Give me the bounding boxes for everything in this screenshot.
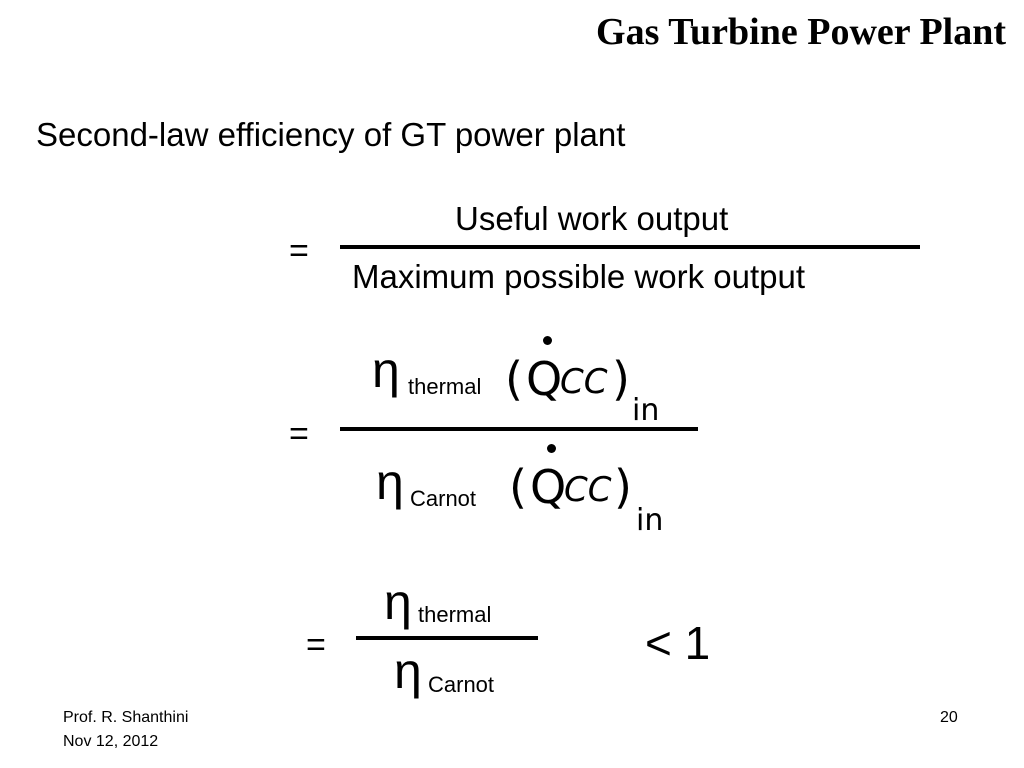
q-symbol-numerator: Q xyxy=(526,352,563,406)
q-symbol-denominator: Q xyxy=(530,460,567,514)
equals-sign-2: = xyxy=(289,415,309,453)
footer-date: Nov 12, 2012 xyxy=(63,733,159,750)
subscript-thermal: thermal xyxy=(408,374,482,399)
subscript-in-numerator: in xyxy=(632,393,660,428)
paren-open-denominator: ( xyxy=(509,460,527,514)
q-dot-denominator xyxy=(547,444,556,453)
fraction-bar-2 xyxy=(340,427,698,431)
paren-open-numerator: ( xyxy=(505,352,523,406)
numerator-useful-work: Useful work output xyxy=(455,200,729,237)
paren-close-denominator: ) xyxy=(614,460,632,514)
fraction-bar-3 xyxy=(356,636,538,640)
equals-sign-1: = xyxy=(289,232,309,270)
page-number: 20 xyxy=(940,709,958,726)
denominator-max-work: Maximum possible work output xyxy=(352,258,806,295)
subscript-in-denominator: in xyxy=(636,503,664,538)
eta-symbol-numerator: η xyxy=(372,342,400,398)
slide-title: Gas Turbine Power Plant xyxy=(596,11,1006,53)
eta-symbol-thermal: η xyxy=(384,574,412,630)
subscript-carnot: Carnot xyxy=(410,486,477,511)
footer-author: Prof. R. Shanthini xyxy=(63,709,189,726)
q-dot-numerator xyxy=(543,336,552,345)
eta-symbol-carnot: η xyxy=(394,643,422,699)
paren-close-numerator: ) xyxy=(612,352,630,406)
equals-sign-3: = xyxy=(306,626,326,664)
subscript-thermal-eq3: thermal xyxy=(418,602,492,627)
fraction-bar-1 xyxy=(340,245,920,249)
subscript-cc-denominator: CC xyxy=(564,470,612,510)
slide-subtitle: Second-law efficiency of GT power plant xyxy=(36,116,626,153)
less-than-one: < 1 xyxy=(645,617,711,669)
subscript-carnot-eq3: Carnot xyxy=(428,672,495,697)
subscript-cc-numerator: CC xyxy=(560,362,608,402)
eta-symbol-denominator: η xyxy=(376,454,404,510)
